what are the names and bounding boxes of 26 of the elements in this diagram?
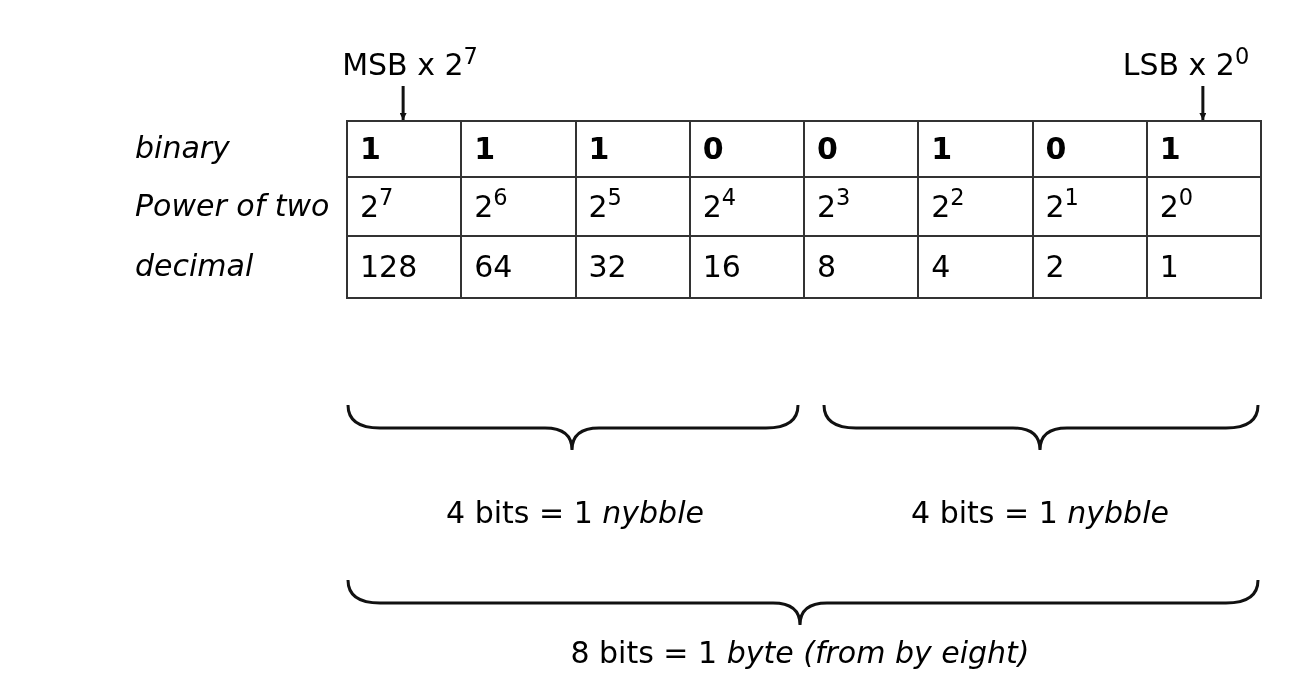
decimal-value: 4 [931,252,951,282]
binary-digit: 1 [360,134,381,164]
brace-label: 4 bits = 1 nybble [446,495,704,530]
decimal-value: 8 [817,252,837,282]
binary-digit: 1 [931,134,953,164]
brace-label: 8 bits = 1 byte (from by eight) [570,635,1030,670]
binary-digit: 0 [817,134,838,164]
arrow [1199,86,1207,120]
bit-label: LSB x 2$^{0}$ [1122,47,1250,82]
decimal-value: 128 [360,252,418,282]
brace-label: 4 bits = 1 nybble [911,495,1169,530]
row-label: Power of two [135,190,330,221]
binary-digit: 1 [1159,134,1181,164]
row-label: decimal [135,251,254,281]
binary-digit: 1 [474,134,496,164]
decimal-value: 16 [702,252,741,282]
decimal-value: 1 [1159,252,1179,282]
decimal-value: 32 [588,252,627,282]
decimal-value: 2 [1045,252,1065,282]
arrow [399,86,407,120]
binary-digit: 0 [702,134,724,164]
binary-digit: 1 [588,134,610,164]
row-label: binary [135,133,230,163]
bit-label: MSB x 2$^{7}$ [342,47,478,82]
binary-digit: 0 [1045,134,1067,164]
decimal-value: 64 [474,252,513,282]
